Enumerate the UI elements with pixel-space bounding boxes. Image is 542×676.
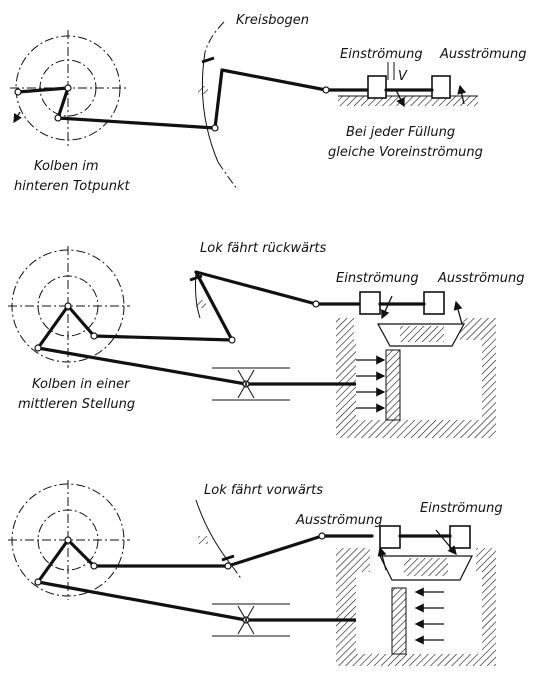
piston-3 xyxy=(391,587,407,655)
eccentric-rod-3 xyxy=(36,534,374,584)
valve-spool-right-1 xyxy=(431,75,451,99)
lead-symbol-1: V xyxy=(398,69,408,84)
note-line1-1: Bei jeder Füllung xyxy=(346,125,455,140)
link-arc-3 xyxy=(195,499,233,567)
arc-label-1: Kreisbogen xyxy=(236,13,309,28)
piston-line1-2: Kolben in einer xyxy=(32,377,131,392)
valve-spool-right-3 xyxy=(449,525,471,549)
piston-line1-1: Kolben im xyxy=(34,159,99,174)
link-arc-1 xyxy=(201,51,219,163)
piston-2 xyxy=(385,349,401,421)
panel-3: Lok fährt vorwärts Ausströmung Einströmu… xyxy=(8,480,503,666)
direction-label-3: Lok fährt vorwärts xyxy=(204,483,323,498)
outlet-label-3: Ausströmung xyxy=(295,513,382,528)
inlet-label-2: Einströmung xyxy=(336,271,419,286)
valve-spool-left-3 xyxy=(379,525,401,549)
eccentric-rod-2 xyxy=(36,270,370,350)
eccentric-rod-1 xyxy=(16,68,374,130)
outlet-label-1: Ausströmung xyxy=(439,47,526,62)
panel-2: Lok fährt rückwärts Einströmung Ausström… xyxy=(8,241,524,438)
valve-spool-right-2 xyxy=(423,291,445,315)
valve-spool-left-1 xyxy=(367,75,387,99)
piston-line2-1: hinteren Totpunkt xyxy=(14,179,131,194)
cylinder-3 xyxy=(336,525,496,666)
piston-line2-2: mittleren Stellung xyxy=(18,397,135,412)
inlet-label-3: Einströmung xyxy=(420,501,503,516)
inlet-label-1: Einströmung xyxy=(340,47,423,62)
direction-label-2: Lok fährt rückwärts xyxy=(200,241,327,256)
cylinder-2 xyxy=(336,291,496,438)
outlet-label-2: Ausströmung xyxy=(437,271,524,286)
valve-chest-1 xyxy=(338,62,478,108)
crank-circle-2 xyxy=(8,246,130,368)
note-line2-1: gleiche Voreinströmung xyxy=(328,145,483,160)
valve-spool-left-2 xyxy=(359,291,381,315)
panel-1: Kreisbogen Einströmung Ausströmung V Bei… xyxy=(10,13,526,194)
